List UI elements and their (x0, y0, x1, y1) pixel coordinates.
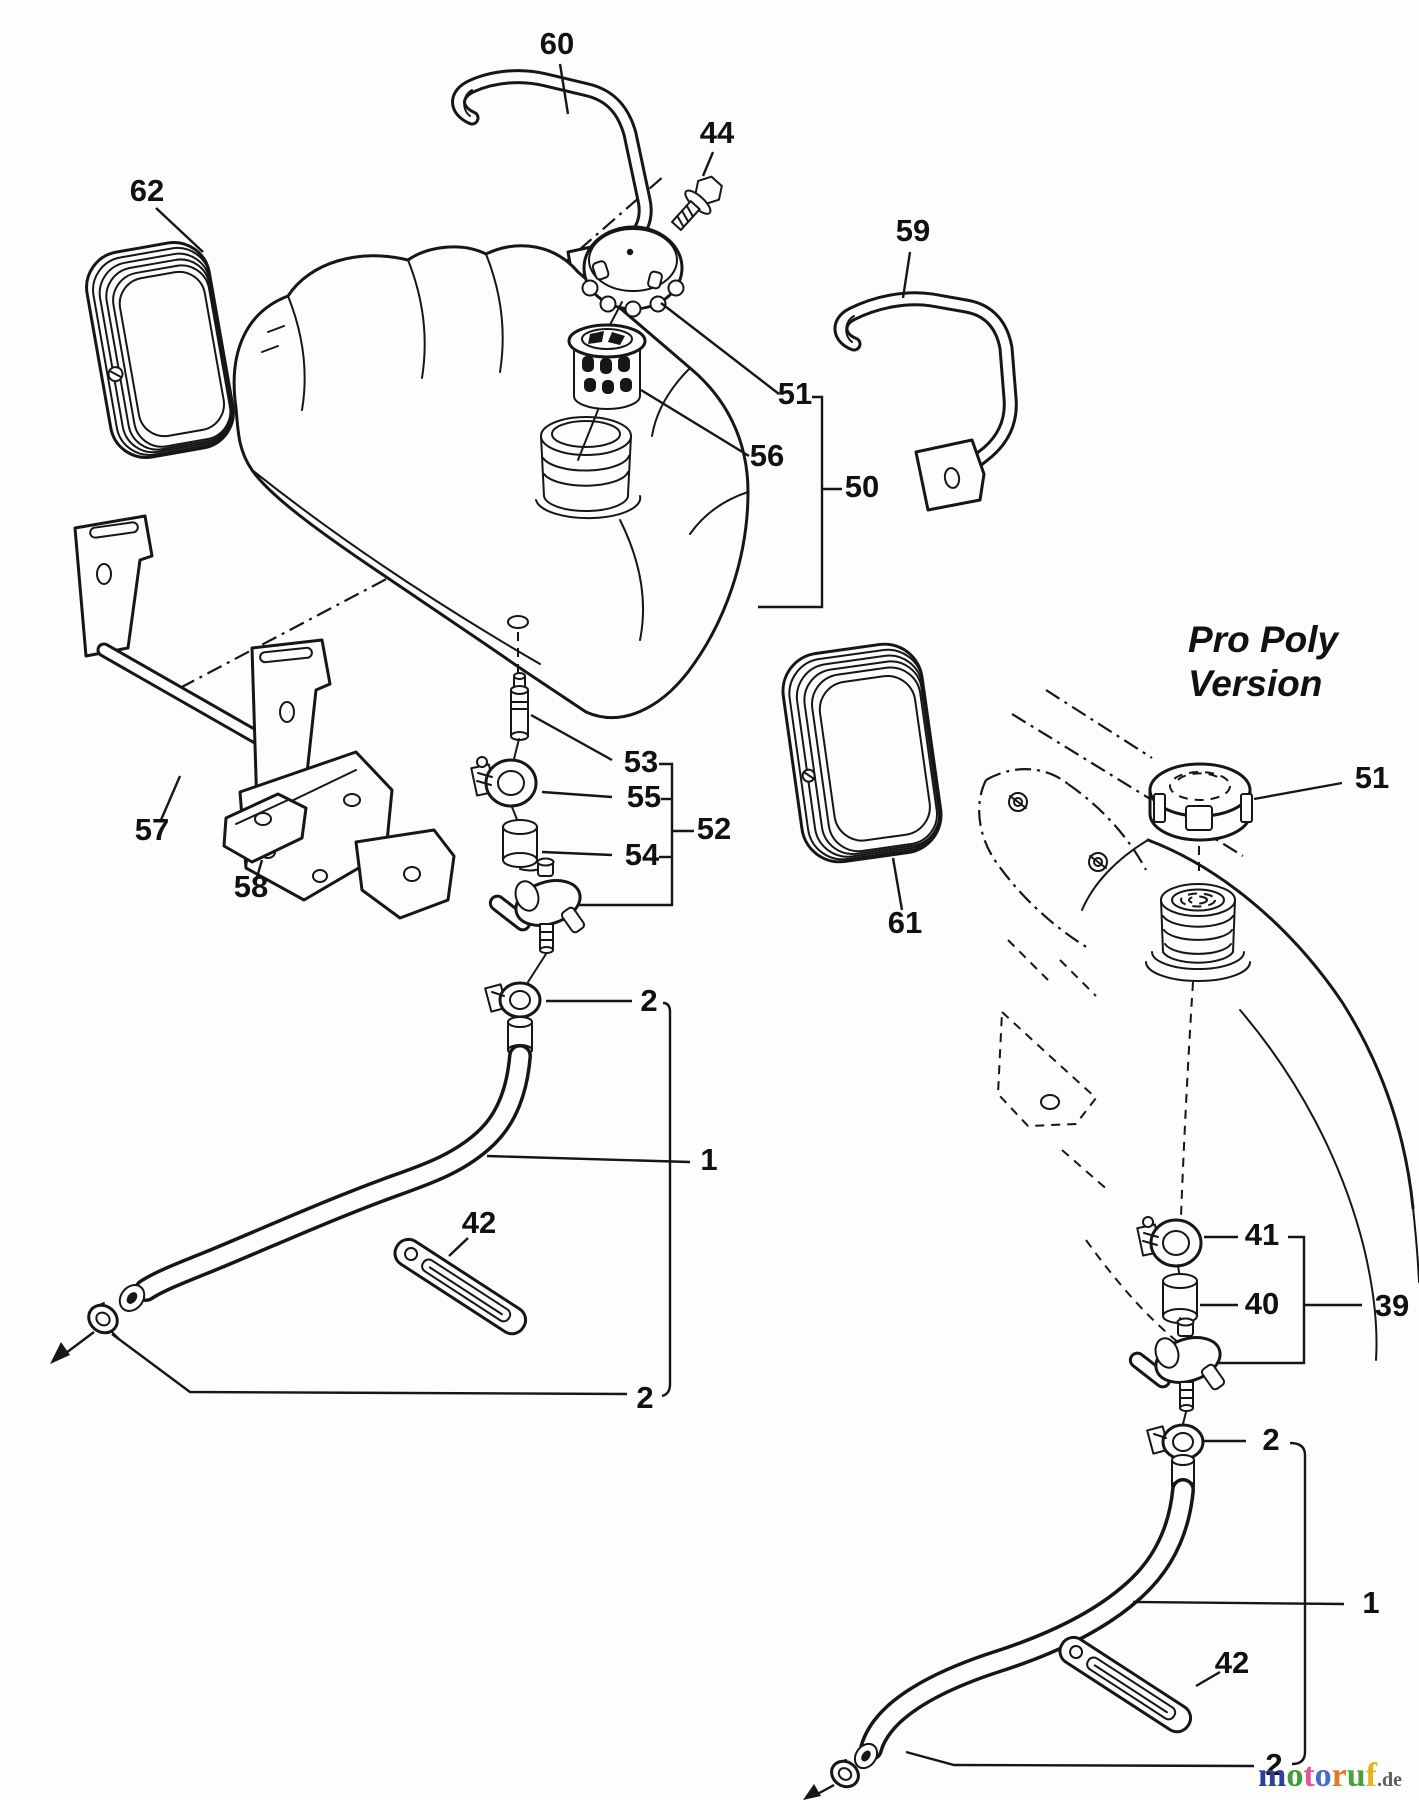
label-41: 41 (1245, 1217, 1279, 1252)
part-air-gasket-62 (85, 241, 235, 459)
watermark-motoruf-logo: motoruf.de (1258, 1757, 1402, 1794)
part-fuel-hose-1-left (118, 1044, 532, 1312)
label-2-bottom-right: 2 (1265, 1747, 1282, 1782)
wm-letter-r: r (1332, 1757, 1347, 1794)
bracket-50-lines (758, 395, 842, 609)
label-1-right: 1 (1362, 1585, 1379, 1620)
part-fuel-hose-1-right (853, 1478, 1195, 1770)
direction-arrow-right-icon (803, 1783, 835, 1800)
label-55: 55 (627, 779, 661, 814)
part-hose-end-clamp-right (830, 1759, 860, 1789)
part-bracket-58 (222, 792, 308, 864)
part-bracket-57 (73, 514, 456, 920)
part-mount-bracket-59 (833, 291, 1018, 512)
part-clamp-2-right (1146, 1411, 1205, 1461)
label-56: 56 (750, 438, 784, 473)
part-fuel-valve-right (1128, 1317, 1226, 1412)
label-61: 61 (888, 905, 922, 940)
label-39: 39 (1375, 1288, 1409, 1323)
label-44: 44 (700, 115, 735, 150)
direction-arrow-left-icon (50, 1331, 95, 1364)
label-54: 54 (625, 837, 660, 872)
part-strap-42-left (393, 1237, 528, 1336)
heading-pro-poly-line1: Pro Poly (1188, 619, 1341, 660)
label-42-right: 42 (1215, 1645, 1249, 1680)
wm-letter-o2: o (1315, 1757, 1332, 1794)
part-fuel-valve-left (488, 857, 586, 954)
label-50: 50 (845, 469, 879, 504)
leader-lines-left (155, 63, 912, 1257)
leader-lines-right (1132, 781, 1345, 1688)
wm-letter-t: t (1303, 1757, 1315, 1794)
label-2-top-right: 2 (1262, 1422, 1279, 1457)
label-52: 52 (697, 811, 731, 846)
label-1-left: 1 (700, 1142, 717, 1177)
bracket-39-lines (1216, 1235, 1362, 1365)
label-40: 40 (1245, 1286, 1279, 1321)
bracket-2-lines-left (111, 999, 672, 1398)
label-60: 60 (540, 26, 574, 61)
label-42-left: 42 (462, 1205, 496, 1240)
wm-letter-f: f (1366, 1757, 1378, 1794)
label-53: 53 (624, 744, 658, 779)
part-clamp-2-left (484, 953, 547, 1019)
label-62: 62 (130, 173, 164, 208)
part-strap-42-right (1058, 1635, 1193, 1734)
label-59: 59 (896, 213, 930, 248)
wm-letter-u: u (1347, 1757, 1366, 1794)
part-air-gasket-61 (781, 642, 943, 864)
label-51-right: 51 (1355, 760, 1389, 795)
part-spacer-54 (502, 806, 538, 868)
part-fuel-filter-56 (567, 323, 647, 461)
part-fuel-cap-51-right (1148, 762, 1253, 1217)
part-fuel-cap-51-left (581, 225, 685, 339)
label-2-top-left: 2 (640, 983, 657, 1018)
part-bolt-44 (670, 175, 723, 231)
wm-suffix-de: .de (1377, 1769, 1402, 1791)
wm-letter-m: m (1258, 1757, 1286, 1794)
label-57: 57 (135, 812, 169, 847)
part-outlet-stem-53 (510, 632, 529, 741)
part-clamp-41 (1136, 1216, 1203, 1268)
heading-pro-poly-line2: Version (1188, 663, 1322, 704)
bracket-52-lines (562, 762, 694, 907)
label-2-bottom-left: 2 (636, 1380, 653, 1415)
part-engine-housing-right (978, 768, 1147, 1193)
label-58: 58 (234, 869, 268, 904)
label-51-left: 51 (778, 376, 812, 411)
part-spacer-40 (1162, 1265, 1198, 1324)
part-clamp-55 (470, 738, 538, 808)
leader-1-left (486, 1154, 691, 1164)
part-hose-end-clamp-left (87, 1302, 121, 1341)
wm-letter-o1: o (1286, 1757, 1303, 1794)
